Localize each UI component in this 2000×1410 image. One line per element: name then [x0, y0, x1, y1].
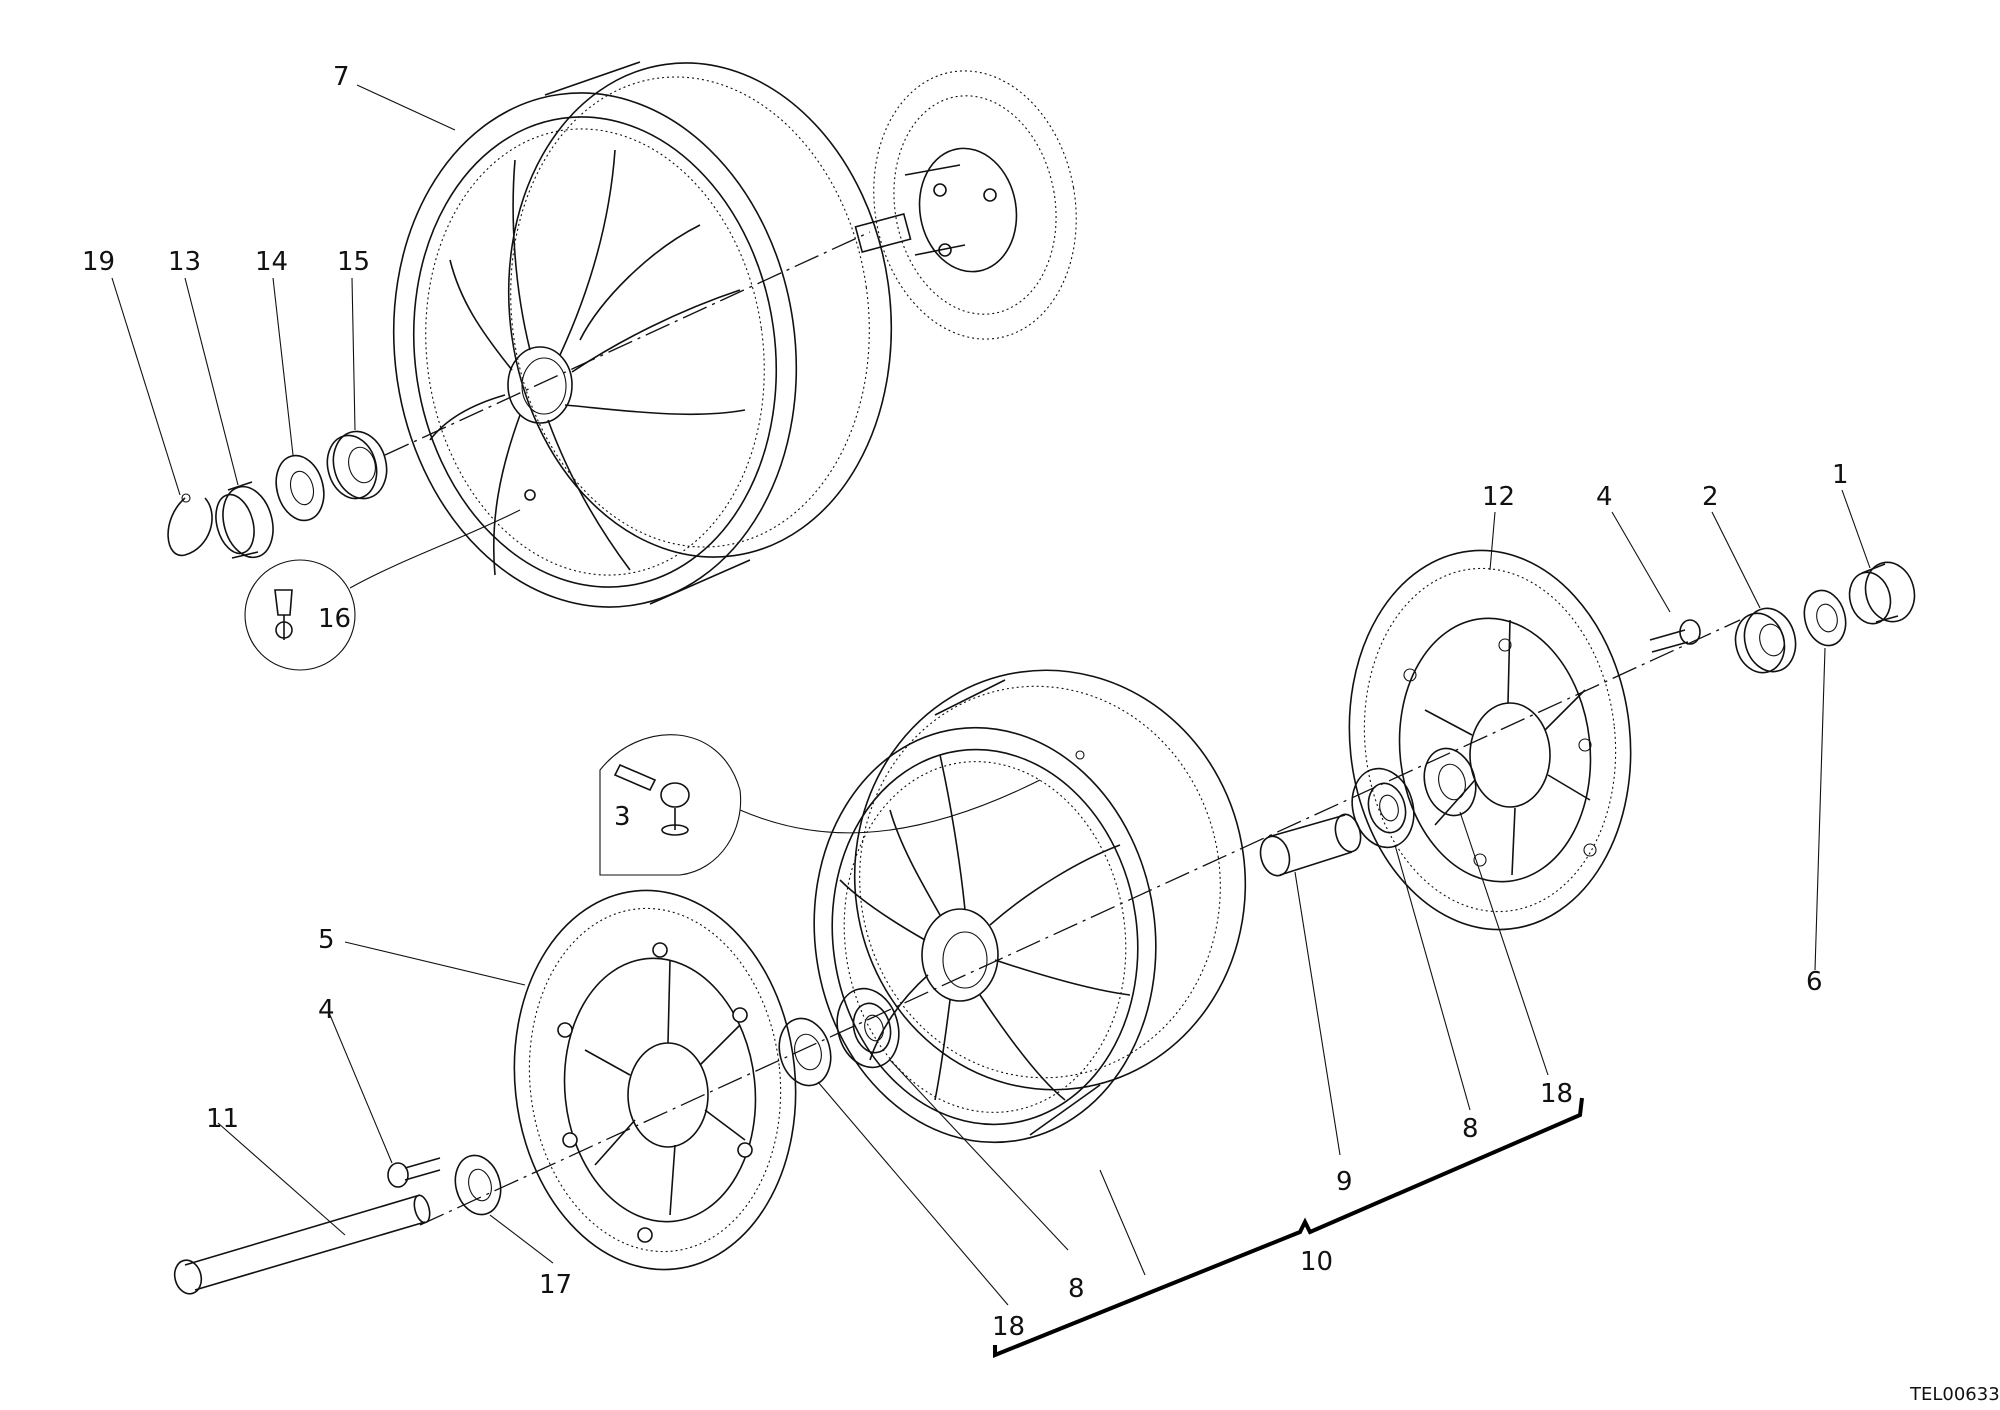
- part-17-spacer: [449, 1150, 507, 1219]
- part-1-nut: [1844, 557, 1921, 628]
- callout-15: 15: [337, 247, 370, 277]
- callout-5: 5: [318, 925, 335, 955]
- leader-lines: [112, 85, 1870, 1305]
- drawing-code: TEL00633: [1909, 1384, 2000, 1405]
- callout-1: 1: [1832, 460, 1849, 490]
- part-14-washer: [269, 450, 331, 526]
- callout-16: 16: [318, 604, 351, 634]
- callout-10: 10: [1300, 1247, 1333, 1277]
- callout-12: 12: [1482, 482, 1515, 512]
- part-8-bearing-left: [829, 982, 908, 1075]
- part-8-bearing-right: [1344, 762, 1423, 855]
- rear-wheel: [361, 38, 923, 633]
- inset-valve-3: [600, 735, 1040, 875]
- callout-2: 2: [1702, 482, 1719, 512]
- callout-14: 14: [255, 247, 288, 277]
- callout-9: 9: [1336, 1167, 1353, 1197]
- part-4-bolt-left: [388, 1158, 440, 1187]
- part-2-spacer: [1729, 603, 1802, 679]
- inset-valve-16: [245, 510, 520, 670]
- part-6-washer: [1798, 586, 1851, 650]
- part-9-spacer-tube: [1256, 812, 1364, 879]
- front-wheel: [788, 645, 1273, 1165]
- callout-6: 6: [1806, 967, 1823, 997]
- callout-17: 17: [539, 1270, 572, 1300]
- part-11-axle: [171, 1194, 432, 1297]
- callout-8-right: 8: [1462, 1114, 1479, 1144]
- assembly-brace: [995, 1098, 1582, 1355]
- part-4-bolt-right: [1650, 620, 1700, 652]
- callout-18-right: 18: [1540, 1079, 1573, 1109]
- part-15-spacer: [321, 425, 394, 504]
- callout-11: 11: [206, 1104, 239, 1134]
- callout-4-right: 4: [1596, 482, 1613, 512]
- callout-labels: 7 19 13 14 15 16 12 4 2 1 3 5 4 6 11 17 …: [82, 62, 2000, 1405]
- callout-7: 7: [333, 62, 350, 92]
- rear-brake-disc: [853, 55, 1097, 356]
- callout-4-left: 4: [318, 995, 335, 1025]
- front-brake-disc-left: [496, 876, 814, 1283]
- part-18-seal-left: [772, 1013, 838, 1092]
- callout-19: 19: [82, 247, 115, 277]
- callout-3: 3: [614, 802, 631, 832]
- part-19-clip: [168, 494, 212, 555]
- callout-18-left: 18: [992, 1312, 1025, 1342]
- part-13-ring-nut: [210, 481, 281, 563]
- front-brake-disc-right: [1331, 536, 1649, 943]
- callout-8-left: 8: [1068, 1274, 1085, 1304]
- part-18-seal-right: [1417, 743, 1483, 822]
- callout-13: 13: [168, 247, 201, 277]
